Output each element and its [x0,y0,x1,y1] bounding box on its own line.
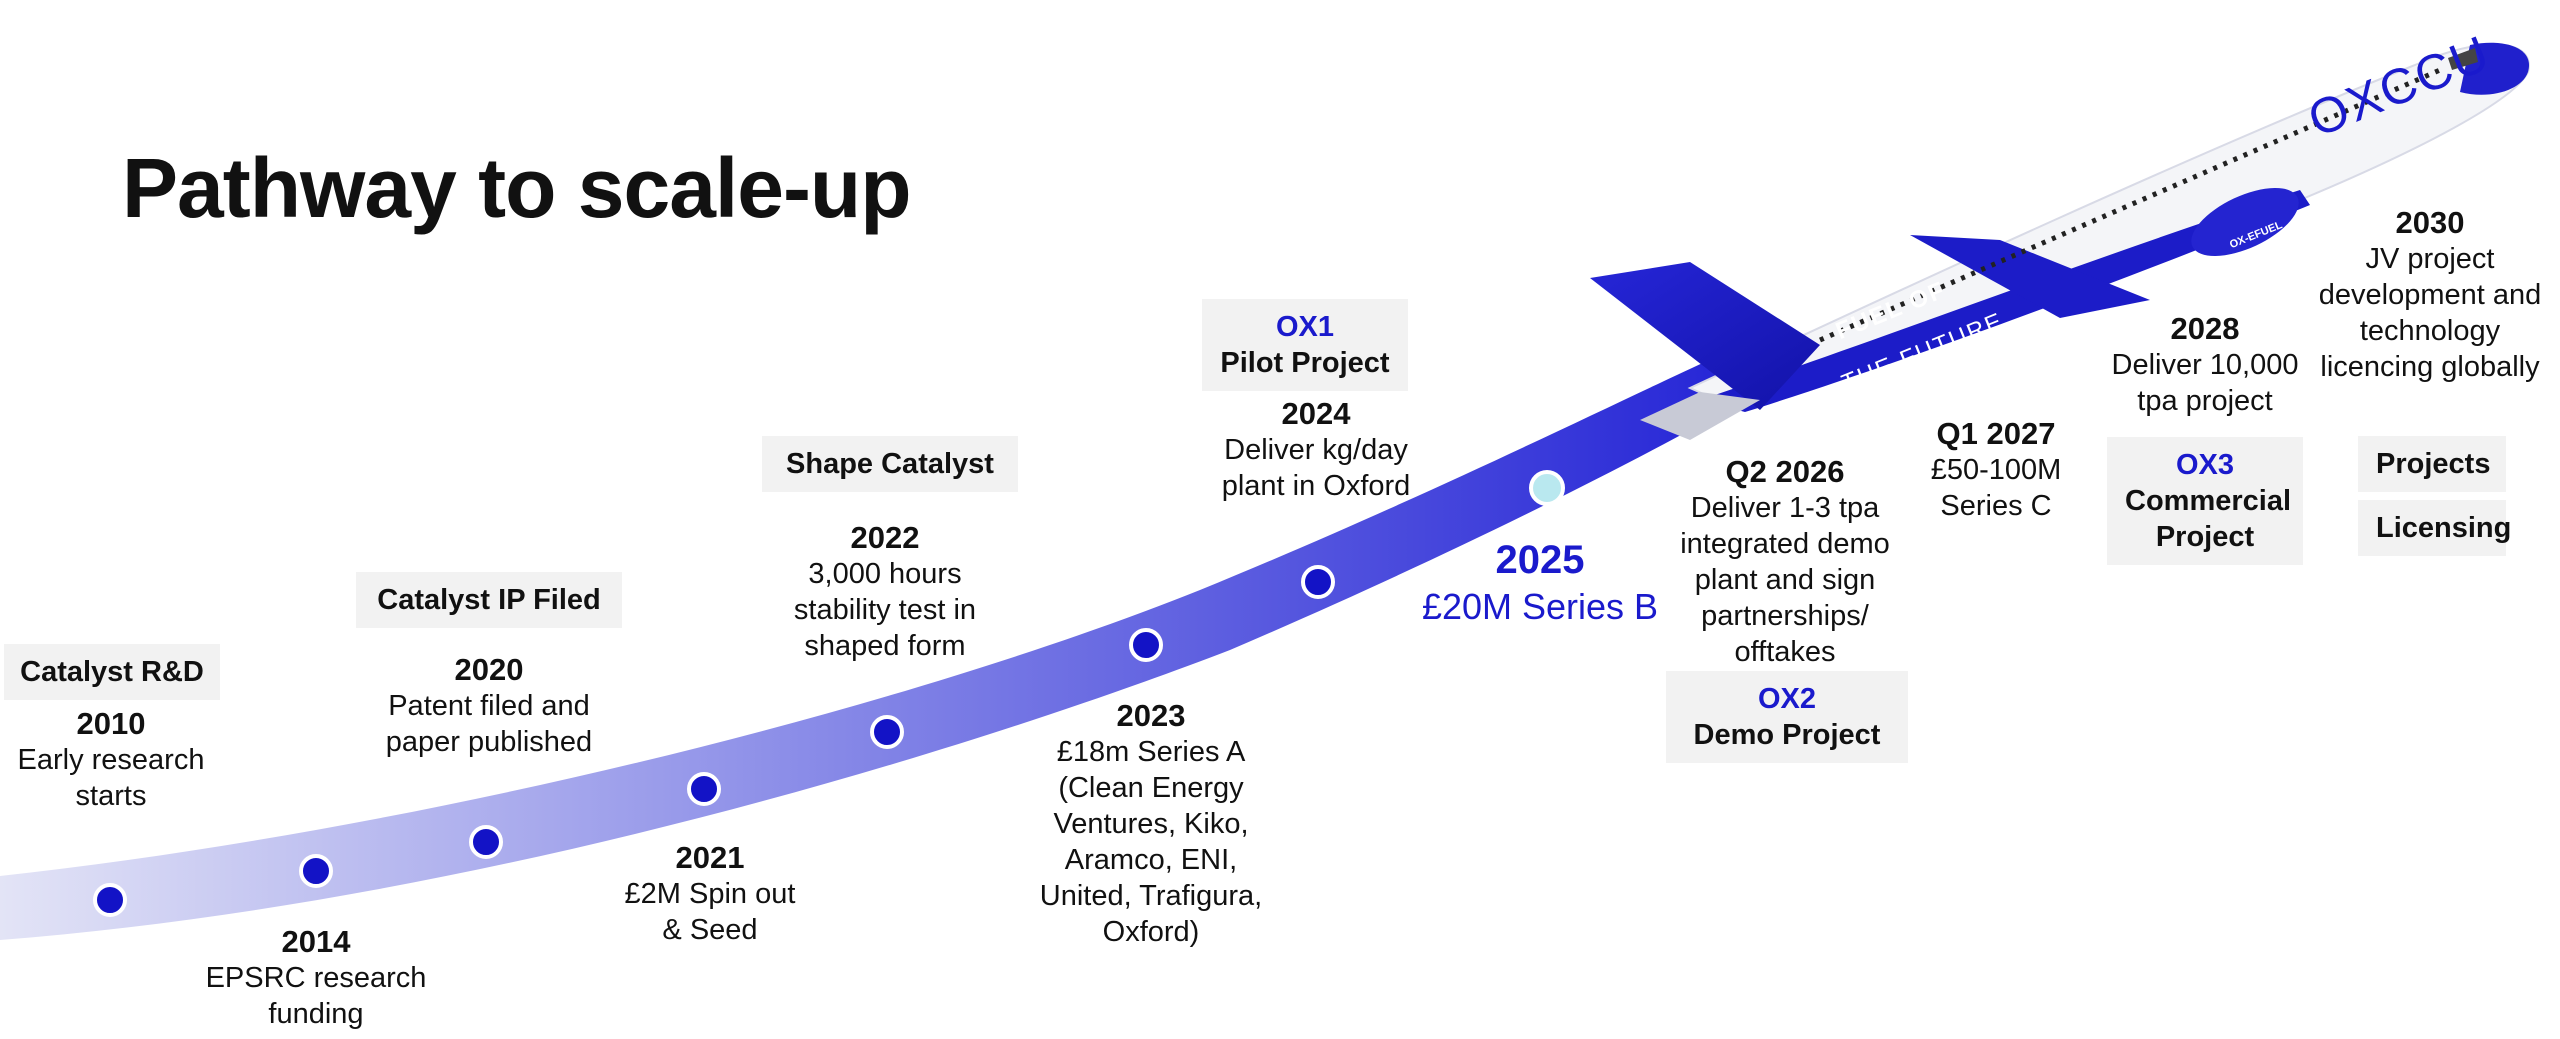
plane-stabilizer [1640,392,1760,440]
dot-2023 [1129,628,1163,662]
dot-2014 [299,854,333,888]
milestone-q1-2027: Q1 2027 £50-100M Series C [1930,416,2062,522]
dot-2024 [1301,565,1335,599]
plane-wing [1910,235,2150,318]
plane-windows [1819,67,2441,343]
plane-nose [2460,42,2530,95]
milestone-2022: 2022 3,000 hours stability test in shape… [793,520,977,662]
milestone-2014: 2014 EPSRC research funding [205,924,427,1030]
tag-shape-catalyst: Shape Catalyst [762,436,1018,492]
plane-engine [2191,187,2299,257]
tag-projects: Projects [2358,436,2506,492]
milestone-2024: 2024 Deliver kg/day plant in Oxford [1221,396,1411,502]
tag-licensing: Licensing [2358,500,2511,556]
airplane-illustration [1590,42,2530,440]
dot-2020 [469,825,503,859]
milestone-2020: 2020 Patent filed and paper published [385,652,593,758]
milestone-2021: 2021 £2M Spin out & Seed [624,840,796,946]
dot-2025 [1529,470,1565,506]
page-title: Pathway to scale-up [122,141,912,235]
tag-catalyst-ip: Catalyst IP Filed [356,572,622,628]
milestone-2010: 2010 Early research starts [17,706,205,812]
plane-cockpit [2448,48,2478,70]
dot-2021 [687,772,721,806]
milestone-2030: 2030 JV project development and technolo… [2318,205,2542,383]
plane-belly [1700,190,2310,412]
milestone-2025-year: 2025 [1495,538,1585,582]
milestone-q2-2026: Q2 2026 Deliver 1-3 tpa integrated demo … [1680,454,1890,668]
plane-tail [1590,262,1820,410]
tag-ox1-pilot: OX1 Pilot Project [1202,299,1408,391]
dot-2022 [870,715,904,749]
timeline-ribbon [0,355,1745,940]
tag-ox3-commercial: OX3 Commercial Project [2107,437,2303,565]
milestone-2023: 2023 £18m Series A (Clean Energy Venture… [1039,698,1263,948]
dot-2010 [93,883,127,917]
tag-catalyst-rd: Catalyst R&D [4,644,220,700]
tag-ox2-demo: OX2 Demo Project [1666,671,1908,763]
milestone-2025-amount: £20M Series B [1421,586,1659,627]
milestone-2028: 2028 Deliver 10,000 tpa project [2111,311,2299,417]
